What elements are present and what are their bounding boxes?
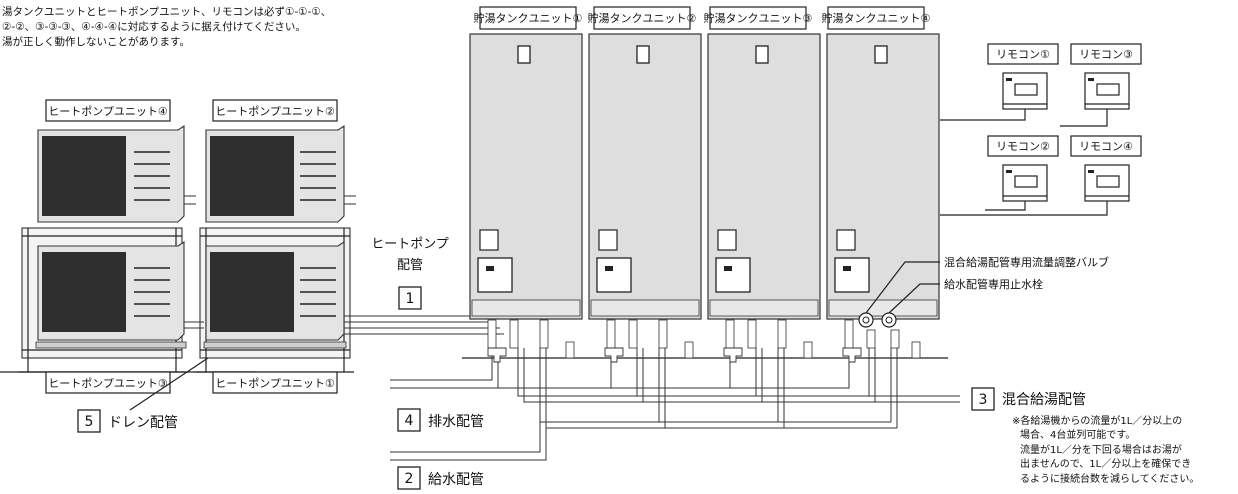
valve-callouts: 混合給湯配管専用流量調整バルブ 給水配管専用止水栓 xyxy=(865,255,1109,314)
notice-line-2: ②-②、③-③-③、④-④-④に対応するように据え付けてください。 xyxy=(2,20,306,33)
tank-unit-1 xyxy=(469,33,583,320)
drain-trays xyxy=(35,341,347,349)
drain-pipe-callout: 5 ドレン配管 xyxy=(77,357,209,433)
svg-text:ヒートポンプユニット④: ヒートポンプユニット④ xyxy=(48,105,168,118)
svg-text:貯湯タンクユニット②: 貯湯タンクユニット② xyxy=(588,12,697,25)
note-line-2: 場合、4台並列可能です。 xyxy=(1020,428,1135,441)
note-line-5: るように接続台数を減らしてください。 xyxy=(1020,472,1199,485)
note-line-4: 出ませんので、1L／分以上を確保でき xyxy=(1020,457,1191,470)
svg-text:5: 5 xyxy=(85,414,94,430)
tank-fittings xyxy=(487,319,921,359)
heat-pump-unit-1 xyxy=(205,240,345,341)
svg-text:リモコン①: リモコン① xyxy=(996,48,1050,61)
svg-text:ヒートポンプユニット②: ヒートポンプユニット② xyxy=(215,105,335,118)
flow-valve-label: 混合給湯配管専用流量調整バルブ xyxy=(944,255,1109,269)
stop-valve-icon xyxy=(881,312,897,328)
heat-pump-label-3: ヒートポンプユニット③ xyxy=(45,371,171,394)
mixed-hot-water-callout: 3 混合給湯配管 xyxy=(971,387,1086,411)
svg-text:リモコン②: リモコン② xyxy=(996,140,1050,153)
tank-label-1: 貯湯タンクユニット① xyxy=(474,6,583,30)
water-piping xyxy=(390,347,960,461)
tank-label-2: 貯湯タンクユニット② xyxy=(588,6,697,30)
installation-notice: 湯タンクユニットとヒートポンプユニット、リモコンは必ず①-①-①、 ②-②、③-… xyxy=(2,5,331,48)
heat-pump-unit-4 xyxy=(37,124,196,223)
drainage-pipe-label: 排水配管 xyxy=(428,414,484,430)
svg-text:リモコン③: リモコン③ xyxy=(1079,48,1133,61)
notice-line-1: 湯タンクユニットとヒートポンプユニット、リモコンは必ず①-①-①、 xyxy=(2,5,331,18)
heat-pump-unit-2 xyxy=(205,124,356,223)
heat-pump-unit-3 xyxy=(37,240,185,341)
heat-pump-pipe-label-2: 配管 xyxy=(397,258,423,273)
svg-text:ヒートポンプユニット③: ヒートポンプユニット③ xyxy=(48,377,168,390)
tank-unit-4 xyxy=(826,33,940,328)
tank-label-4: 貯湯タンクユニット④ xyxy=(822,6,931,30)
notice-line-3: 湯が正しく動作しないことがあります。 xyxy=(2,35,190,48)
svg-text:貯湯タンクユニット③: 貯湯タンクユニット③ xyxy=(704,12,813,25)
remote-4: リモコン④ xyxy=(940,135,1142,216)
svg-text:貯湯タンクユニット④: 貯湯タンクユニット④ xyxy=(822,12,931,25)
heat-pump-pipe-label-1: ヒートポンプ xyxy=(371,237,449,252)
heat-pump-label-2: ヒートポンプユニット② xyxy=(212,99,338,122)
svg-text:2: 2 xyxy=(405,471,414,487)
remote-3: リモコン③ xyxy=(1060,43,1142,127)
flow-valve-icon xyxy=(858,312,874,328)
heat-pump-label-1: ヒートポンプユニット① xyxy=(212,371,338,394)
note-line-3: 流量が1L／分を下回る場合はお湯が xyxy=(1020,443,1182,456)
mixed-hot-water-label: 混合給湯配管 xyxy=(1002,391,1086,408)
svg-text:4: 4 xyxy=(405,413,414,429)
tank-unit-3 xyxy=(707,33,821,320)
heat-pump-pipe-number: 1 xyxy=(406,291,415,307)
supply-pipe-callout: 2 給水配管 xyxy=(397,466,484,490)
remote-1: リモコン① xyxy=(940,43,1059,121)
svg-text:貯湯タンクユニット①: 貯湯タンクユニット① xyxy=(474,12,583,25)
drain-pipe-label: ドレン配管 xyxy=(108,415,178,431)
drainage-pipe-callout: 4 排水配管 xyxy=(397,408,484,432)
svg-text:リモコン④: リモコン④ xyxy=(1079,140,1133,153)
parallel-connection-note: ※各給湯機からの流量が1L／分以上の 場合、4台並列可能です。 流量が1L／分を… xyxy=(1012,414,1199,485)
remote-2: リモコン② xyxy=(985,135,1059,211)
stop-valve-label: 給水配管専用止水栓 xyxy=(944,277,1043,291)
tank-unit-2 xyxy=(588,33,702,320)
supply-pipe-label: 給水配管 xyxy=(428,472,484,488)
note-line-1: ※各給湯機からの流量が1L／分以上の xyxy=(1012,414,1182,427)
tank-label-3: 貯湯タンクユニット③ xyxy=(704,6,813,30)
svg-text:ヒートポンプユニット①: ヒートポンプユニット① xyxy=(215,377,335,390)
heat-pump-label-4: ヒートポンプユニット④ xyxy=(45,99,171,122)
tank-units xyxy=(469,33,940,328)
heat-pump-pipe-callout: ヒートポンプ 配管 1 xyxy=(371,237,449,310)
svg-text:3: 3 xyxy=(979,392,988,408)
heat-pump-piping xyxy=(184,315,504,335)
